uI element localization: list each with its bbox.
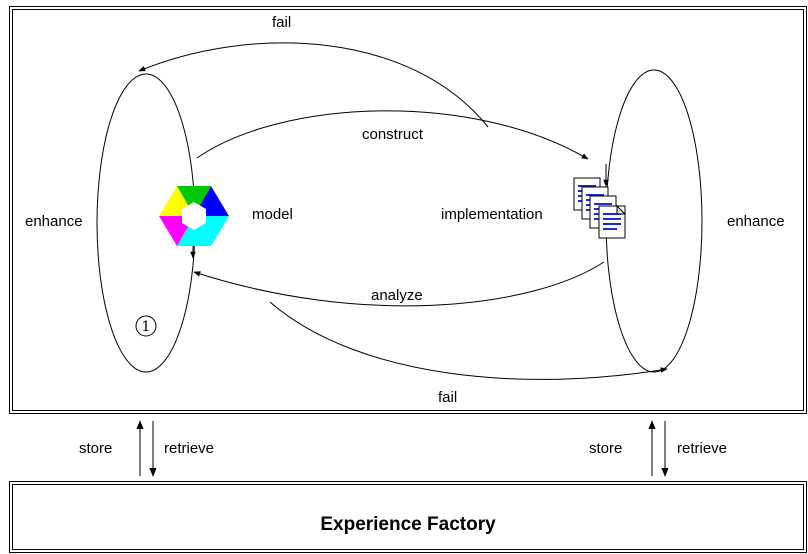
model-label: model xyxy=(252,206,293,223)
experience-factory-title: Experience Factory xyxy=(320,514,496,535)
document-stack-icon xyxy=(573,177,627,239)
left-store-label: store xyxy=(79,440,113,457)
fail-bottom-arrow xyxy=(269,301,668,380)
left-retrieve-label: retrieve xyxy=(164,440,215,457)
construct-label: construct xyxy=(362,126,423,143)
fail-bottom-label: fail xyxy=(438,389,458,406)
fail-top-label: fail xyxy=(272,14,292,31)
experience-factory-inner-frame xyxy=(12,484,804,550)
enhance-right-label: enhance xyxy=(727,213,785,230)
right-retrieve-label: retrieve xyxy=(677,440,728,457)
project-organization-frame xyxy=(9,6,807,414)
project-organization-inner-frame xyxy=(12,9,804,411)
enhance-left-label: enhance xyxy=(25,213,83,230)
analyze-arrow xyxy=(193,261,605,307)
experience-factory-frame: Experience Factory xyxy=(9,481,807,553)
hexagon-color-wheel-icon xyxy=(159,186,229,246)
right-store-label: store xyxy=(589,440,623,457)
implementation-label: implementation xyxy=(441,206,543,223)
step-number: 1 xyxy=(142,319,151,335)
analyze-label: analyze xyxy=(371,287,423,304)
step-number-circle xyxy=(135,315,157,337)
construct-arrow xyxy=(196,110,589,160)
fail-top-arrow xyxy=(138,42,489,128)
